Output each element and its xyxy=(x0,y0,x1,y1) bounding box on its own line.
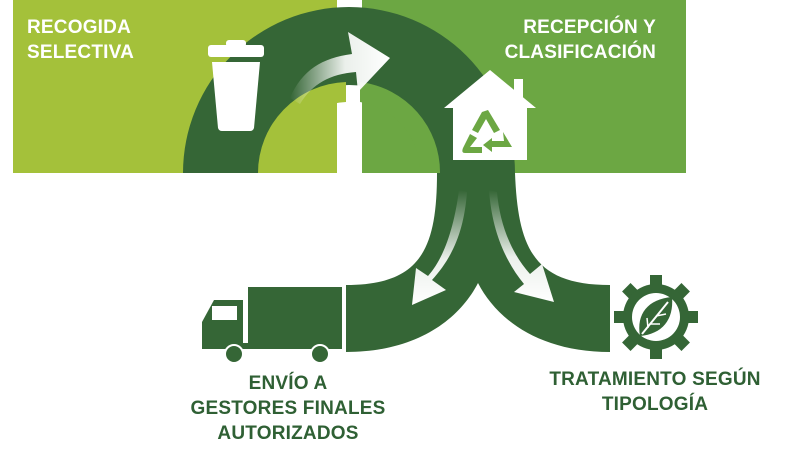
send-label: ENVÍO A GESTORES FINALES AUTORIZADOS xyxy=(186,371,390,446)
collect-label-line1: RECOGIDA xyxy=(27,17,131,38)
recycling-house-icon xyxy=(444,70,536,160)
truck-icon xyxy=(202,287,342,364)
leaf-gear-icon xyxy=(614,275,698,359)
arrow-collect-to-reception xyxy=(290,32,390,104)
send-label-line1: ENVÍO A xyxy=(248,373,328,394)
collect-label-line2: SELECTIVA xyxy=(27,42,135,64)
upper-ring xyxy=(183,7,515,173)
send-label-line2: GESTORES FINALES xyxy=(190,398,386,420)
treatment-label-line2: TIPOLOGÍA xyxy=(601,394,709,416)
treatment-label: TRATAMIENTO SEGÚN TIPOLOGÍA xyxy=(540,367,770,417)
trash-bin-icon xyxy=(208,40,264,131)
reception-label-line2: CLASIFICACIÓN xyxy=(504,42,656,64)
arrow-to-treatment xyxy=(489,190,554,302)
send-label-line3: AUTORIZADOS xyxy=(217,423,359,445)
lower-flow xyxy=(346,173,610,352)
reception-label: RECEPCIÓN Y CLASIFICACIÓN xyxy=(505,15,656,65)
treatment-label-line1: TRATAMIENTO SEGÚN xyxy=(549,369,761,390)
arrow-to-send xyxy=(412,190,467,305)
reception-label-line1: RECEPCIÓN Y xyxy=(523,17,656,38)
collect-label: RECOGIDA SELECTIVA xyxy=(27,15,134,65)
